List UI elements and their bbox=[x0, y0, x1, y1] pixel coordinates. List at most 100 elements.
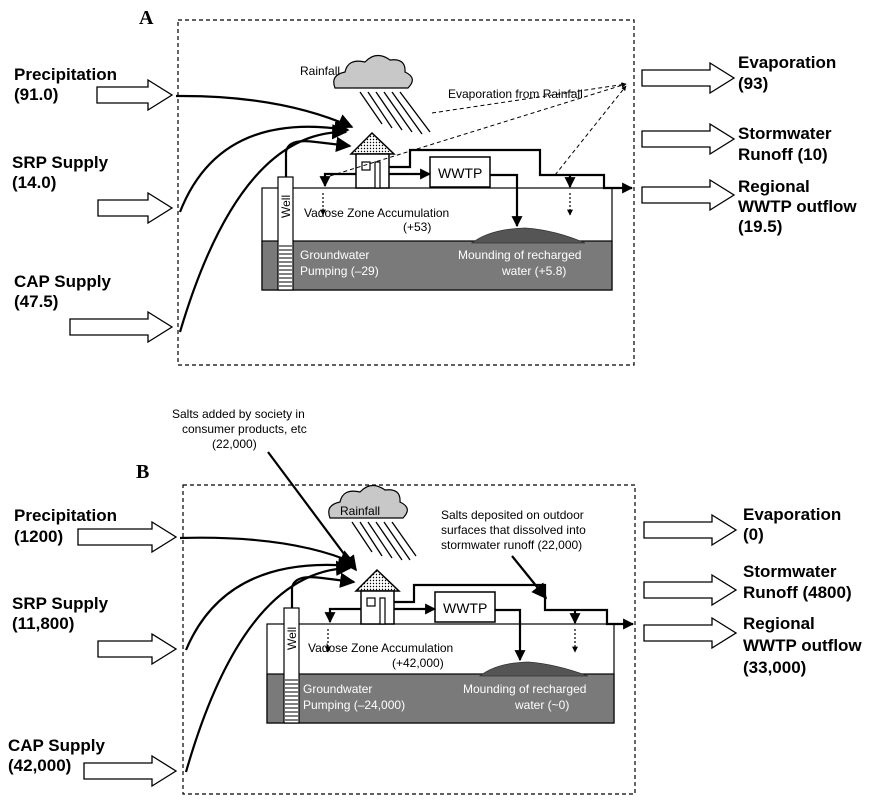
a-rainfall-label: Rainfall bbox=[300, 64, 340, 78]
b-srp-flow-line bbox=[184, 557, 354, 651]
b-mounding-label-2: water (~0) bbox=[514, 698, 569, 712]
b-stormwater-arrow bbox=[643, 573, 738, 607]
b-precip-flow-line bbox=[179, 536, 356, 565]
a-well-pumping-line bbox=[284, 136, 352, 177]
b-house-to-vadose-line bbox=[324, 607, 361, 624]
b-wwtp-recharge-line bbox=[495, 608, 526, 662]
b-precipitation-arrow bbox=[77, 520, 178, 554]
a-well bbox=[277, 176, 294, 291]
a-house-to-vadose-line bbox=[319, 172, 356, 188]
b-salts-deposited-arrow bbox=[511, 555, 547, 600]
a-cloud-icon bbox=[333, 54, 413, 89]
panel-a: A Precipitation (91.0) SRP Supply (14.0)… bbox=[12, 7, 857, 366]
b-cap-value: (42,000) bbox=[8, 756, 71, 775]
panel-a-letter: A bbox=[139, 7, 154, 29]
b-wwtp-outflow-line1: Regional bbox=[743, 614, 815, 633]
a-mounding-label-2: water (+5.8) bbox=[501, 264, 566, 278]
a-runoff-line bbox=[389, 148, 634, 194]
b-groundwater-label-1: Groundwater bbox=[303, 682, 372, 696]
a-cap-flow-line bbox=[178, 124, 348, 333]
a-groundwater-layer bbox=[261, 240, 613, 291]
a-precip-flow-line bbox=[175, 94, 354, 129]
b-salts-added-line2: consumer products, etc bbox=[182, 422, 307, 436]
b-wwtp-outflow-arrow bbox=[643, 616, 738, 650]
b-srp-arrow bbox=[97, 632, 178, 666]
a-well-label: Well bbox=[279, 195, 293, 218]
b-cloud-icon bbox=[328, 484, 408, 519]
b-srp-label: SRP Supply bbox=[12, 594, 109, 613]
a-wwtp-outflow-arrow bbox=[641, 178, 736, 212]
a-precipitation-arrow bbox=[96, 78, 174, 112]
a-wwtp-outflow-line2: WWTP outflow bbox=[738, 197, 857, 216]
a-wwtp-label: WWTP bbox=[438, 165, 482, 181]
b-rain-icon bbox=[351, 521, 417, 561]
a-house-icon bbox=[349, 131, 396, 189]
b-runoff-line bbox=[394, 583, 635, 630]
a-mounding-shape bbox=[470, 227, 586, 244]
b-wwtp-label: WWTP bbox=[443, 600, 487, 616]
b-salts-added-line3: (22,000) bbox=[212, 437, 257, 451]
b-precipitation-value: (1200) bbox=[14, 527, 63, 546]
a-well-screen bbox=[279, 245, 292, 287]
panel-b-system-boundary bbox=[182, 484, 636, 795]
b-evaporation-label: Evaporation bbox=[743, 505, 841, 524]
b-mounding-shape bbox=[478, 661, 589, 677]
a-evap-rainfall-label: Evaporation from Rainfall bbox=[448, 87, 583, 101]
b-salts-deposited-line1: Salts deposited on outdoor bbox=[441, 508, 584, 522]
panel-a-system-boundary bbox=[177, 19, 635, 366]
a-groundwater-label-1: Groundwater bbox=[300, 248, 369, 262]
a-wwtp-outflow-line1: Regional bbox=[738, 177, 810, 196]
a-precipitation-label: Precipitation bbox=[14, 65, 117, 84]
a-groundwater-label-2: Pumping (–29) bbox=[300, 264, 379, 278]
a-stormwater-line2: Runoff (10) bbox=[738, 145, 828, 164]
a-evap-line-from-ground bbox=[329, 82, 627, 177]
b-rainfall-label: Rainfall bbox=[340, 504, 380, 518]
panel-b-letter: B bbox=[136, 461, 149, 483]
b-wwtp-outflow-line2: WWTP outflow bbox=[743, 636, 862, 655]
b-precipitation-label: Precipitation bbox=[14, 506, 117, 525]
b-groundwater-layer bbox=[266, 673, 615, 724]
a-evap-line-from-runoff bbox=[554, 85, 627, 176]
a-cap-value: (47.5) bbox=[14, 292, 58, 311]
b-stormwater-line1: Stormwater bbox=[743, 562, 837, 581]
a-srp-flow-line bbox=[178, 120, 350, 213]
b-groundwater-label-2: Pumping (–24,000) bbox=[303, 698, 405, 712]
b-stormwater-line2: Runoff (4800) bbox=[743, 583, 852, 602]
b-house-icon bbox=[354, 568, 401, 625]
b-vadose-label-2: (+42,000) bbox=[392, 656, 444, 670]
a-vadose-label-1: Vadose Zone Accumulation bbox=[304, 206, 449, 220]
a-wwtp-outflow-line3: (19.5) bbox=[738, 217, 782, 236]
b-well-screen bbox=[285, 679, 298, 721]
b-salts-added-arrow bbox=[267, 451, 357, 572]
b-srp-value: (11,800) bbox=[12, 614, 74, 633]
a-rain-icon bbox=[359, 91, 431, 135]
b-evaporation-value: (0) bbox=[743, 525, 764, 544]
a-mounding-label-1: Mounding of recharged bbox=[458, 248, 581, 262]
a-precipitation-value: (91.0) bbox=[14, 85, 58, 104]
a-stormwater-arrow bbox=[641, 122, 736, 156]
b-well-label: Well bbox=[285, 627, 299, 650]
b-well-pumping-line bbox=[290, 572, 356, 608]
a-srp-label: SRP Supply bbox=[12, 153, 109, 172]
b-cap-label: CAP Supply bbox=[8, 736, 106, 755]
a-evaporation-label: Evaporation bbox=[738, 53, 836, 72]
b-wwtp-outflow-line3: (33,000) bbox=[743, 658, 806, 677]
b-well bbox=[283, 607, 300, 724]
b-cap-arrow bbox=[83, 754, 178, 788]
b-salts-deposited-line2: surfaces that dissolved into bbox=[441, 523, 586, 537]
a-wwtp-recharge-line bbox=[490, 173, 523, 228]
a-srp-arrow bbox=[97, 191, 174, 225]
a-srp-value: (14.0) bbox=[12, 173, 56, 192]
a-evaporation-value: (93) bbox=[738, 74, 768, 93]
a-evap-line-from-rain bbox=[431, 82, 627, 114]
b-mounding-label-1: Mounding of recharged bbox=[463, 682, 586, 696]
b-evaporation-arrow bbox=[643, 513, 738, 547]
panel-b: Salts added by society in consumer produ… bbox=[8, 407, 862, 795]
a-evaporation-arrow bbox=[641, 61, 736, 95]
b-vadose-label-1: Vadose Zone Accumulation bbox=[308, 641, 453, 655]
a-vadose-label-2: (+53) bbox=[403, 220, 431, 234]
a-cap-arrow bbox=[69, 310, 174, 344]
a-cap-label: CAP Supply bbox=[14, 272, 112, 291]
b-salts-deposited-line3: stormwater runoff (22,000) bbox=[441, 538, 582, 552]
